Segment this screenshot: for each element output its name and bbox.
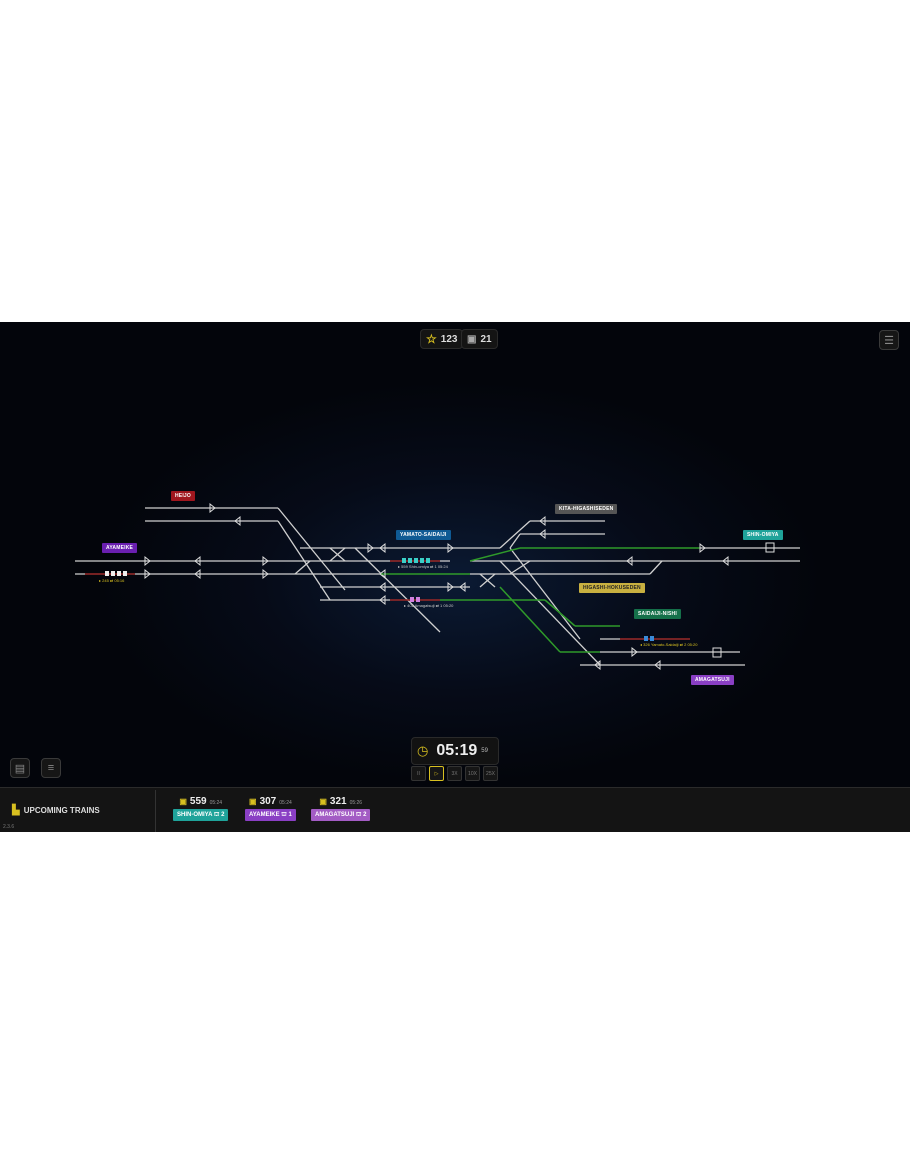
star-icon: ☆ [426,332,437,346]
pause-button[interactable]: II [411,766,426,781]
train-time: 05:24 [279,800,292,806]
clock-icon: ◷ [417,743,429,758]
train-number: 321 [329,796,347,807]
platform-number: 2 [363,812,367,818]
train-cars [105,558,654,641]
train-info[interactable]: ▸ 559 Shin-omiya ⇄ 1 05:24 [398,564,448,569]
station-label-heijo[interactable]: Heijo [171,491,196,501]
game-view: Heijo Ayameike Yamato-Saidaiji Kita-Higa… [0,322,910,832]
train-icon: ▣ [319,797,327,806]
clock-seconds: 59 [481,748,488,754]
speed-controls: II ▷ 3X 10X 25X [411,766,498,781]
speed-3x-button[interactable]: 3X [447,766,462,781]
version-label: 2.3.6 [3,824,15,830]
divider [155,790,156,832]
upcoming-trains-header[interactable]: ▙ UPCOMING TRAINS [12,805,100,816]
train-icon: ▣ [249,797,257,806]
train-destination: Amagatsuji ⛫ 2 [311,809,371,821]
platform-number: 2 [221,812,225,818]
station-label-kita-higashiseden[interactable]: Kita-Higashiseden [555,504,618,514]
train-number: 559 [189,796,207,807]
guide-button[interactable]: ▤ [10,758,30,778]
train-info[interactable]: ▸ 245 ⇄ 05:16 [99,578,125,583]
track-map[interactable] [0,322,910,832]
stars-value: 123 [440,333,458,345]
station-label-higashi-hokuseden[interactable]: Higashi-Hokuseden [579,583,645,593]
destination-name: Amagatsuji [315,812,355,818]
book-icon: ▤ [14,762,26,775]
game-clock: ◷ 05:19 59 [411,737,499,765]
train-time: 05:24 [209,800,223,806]
signals [144,502,775,671]
station-label-ayameike[interactable]: Ayameike [102,543,138,553]
train-icon: ▣ [467,333,477,345]
station-label-shin-omiya[interactable]: Shin-omiya [743,530,783,540]
train-info[interactable]: ▸ 402 Amagatsuji ⇄ 1 05:20 [404,603,454,608]
settings-button[interactable]: ≡ [41,758,61,778]
speed-25x-button[interactable]: 25X [483,766,498,781]
train-destination: Shin-omiya ⛫ 2 [173,809,229,821]
destination-name: Shin-omiya [177,812,213,818]
speed-10x-button[interactable]: 10X [465,766,480,781]
station-label-yamato-saidaiji[interactable]: Yamato-Saidaiji [396,530,451,540]
menu-button[interactable]: ☰ [879,330,899,350]
document-icon: ▙ [12,805,20,816]
destination-name: Ayameike [249,812,280,818]
trains-value: 21 [480,333,492,345]
stars-counter: ☆ 123 [420,329,464,349]
train-destination: Ayameike ⛫ 1 [245,809,296,821]
station-label-saidaiji-nishi[interactable]: Saidaiji-Nishi [634,609,681,619]
list-icon: ☰ [884,334,894,347]
train-icon: ▣ [179,797,187,806]
sliders-icon: ≡ [47,762,55,774]
trains-counter: ▣ 21 [461,329,498,349]
play-button[interactable]: ▷ [429,766,444,781]
train-info[interactable]: ◂ 326 Yamato-Saidaiji ⇄ 2 05:20 [640,642,698,647]
upcoming-trains-title: UPCOMING TRAINS [23,806,100,815]
platform-number: 1 [288,812,292,818]
train-number: 307 [259,796,277,807]
station-label-amagatsuji[interactable]: Amagatsuji [691,675,734,685]
train-time: 05:26 [349,800,363,806]
clock-time: 05:19 [436,742,478,759]
